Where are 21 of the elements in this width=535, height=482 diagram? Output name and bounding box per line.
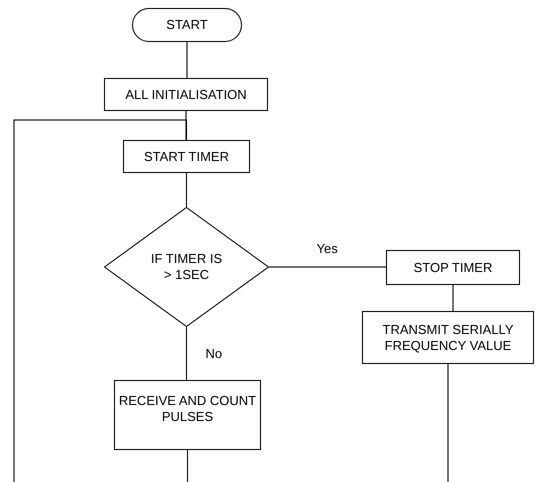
connector-line [186,42,188,78]
terminator-shape [132,8,242,42]
process-box [386,250,520,285]
step-text: RECEIVE AND COUNT PULSES [118,393,258,425]
connector-line [268,266,386,268]
step-text: STOP TIMER [414,260,492,276]
connector-line [14,120,187,482]
connector-line [452,284,454,312]
connector-line [187,450,188,482]
process-box [104,78,268,111]
connector-line [186,172,187,208]
process-box [362,311,534,364]
step-text: START TIMER [144,148,229,164]
step-text: START [166,17,208,33]
step-text: IF TIMER IS > 1SEC [150,251,224,283]
step-text: ALL INITIALISATION [125,86,247,102]
process-box [114,380,261,450]
connector-line [186,326,187,380]
edge-label: Yes [316,241,339,256]
process-box [123,140,250,173]
step-text: TRANSMIT SERIALLY FREQUENCY VALUE [382,322,514,354]
